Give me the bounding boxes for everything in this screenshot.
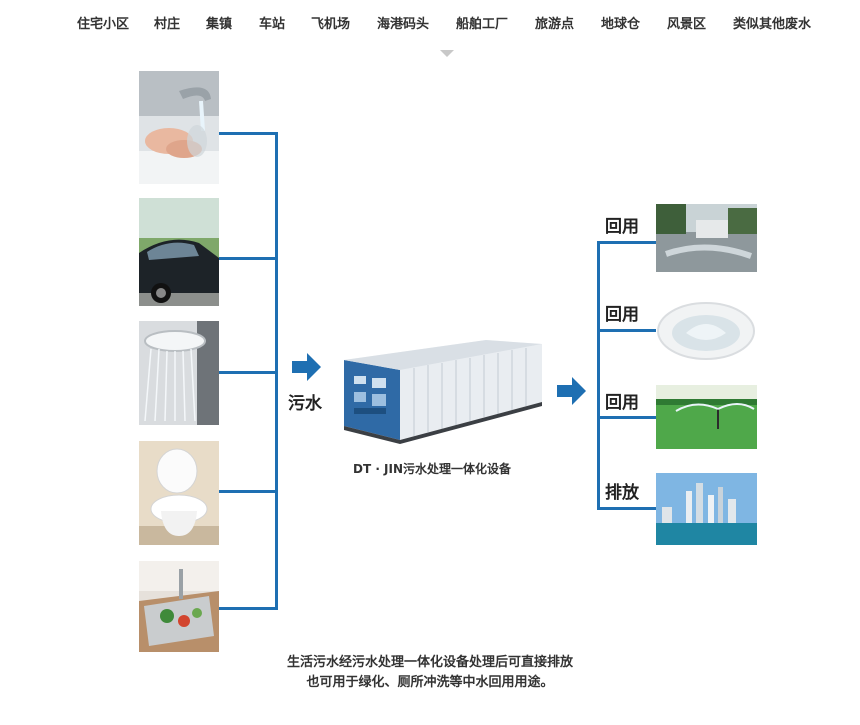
nav-item-scenic-area[interactable]: 风景区: [667, 17, 707, 32]
inflow-arrow-icon: [292, 353, 321, 381]
footer-line-1: 生活污水经污水处理一体化设备处理后可直接排放: [286, 655, 573, 670]
street-washing-photo: [656, 204, 757, 272]
nav-item-residential[interactable]: 住宅小区: [77, 17, 130, 32]
reuse-label-3: 回用: [605, 393, 639, 413]
nav-item-village[interactable]: 村庄: [154, 17, 181, 32]
lawn-irrigation-photo: [656, 385, 757, 449]
nav-item-tourist-spot[interactable]: 旅游点: [535, 17, 575, 32]
reuse-label-2: 回用: [605, 305, 639, 325]
treatment-equipment-image: [344, 340, 542, 444]
footer-description: 生活污水经污水处理一体化设备处理后可直接排放 也可用于绿化、厕所冲洗等中水回用用…: [0, 653, 860, 693]
output-line-4: [597, 507, 656, 510]
output-line-2: [597, 329, 656, 332]
nav-item-station[interactable]: 车站: [259, 17, 286, 32]
connector-line-5: [219, 607, 277, 610]
connector-line-3: [219, 371, 277, 374]
footer-line-2: 也可用于绿化、厕所冲洗等中水回用用途。: [306, 675, 554, 690]
output-line-3: [597, 416, 656, 419]
output-line-1: [597, 241, 656, 244]
connector-line-2: [219, 257, 277, 260]
river-cityscape-photo: [656, 473, 757, 545]
connector-line-1: [219, 132, 277, 135]
discharge-label: 排放: [605, 483, 639, 503]
nav-indicator-arrow: [440, 50, 454, 57]
nav-item-other-wastewater[interactable]: 类似其他废水: [733, 17, 812, 32]
reuse-label-1: 回用: [605, 217, 639, 237]
outflow-arrow-icon: [557, 377, 586, 405]
nav-item-airport[interactable]: 飞机场: [311, 17, 351, 32]
car-wash-photo: [139, 198, 219, 306]
handwashing-photo: [139, 71, 219, 184]
collector-trunk-line: [275, 132, 278, 610]
top-nav: 住宅小区 村庄 集镇 车站 飞机场 海港码头 船舶工厂 旅游点 地球仓 风景区 …: [0, 0, 860, 44]
connector-line-4: [219, 490, 277, 493]
nav-item-shipyard[interactable]: 船舶工厂: [456, 17, 509, 32]
kitchen-sink-photo: [139, 561, 219, 652]
equipment-caption: DT · JIN污水处理一体化设备: [353, 462, 512, 476]
nav-item-town[interactable]: 集镇: [206, 17, 233, 32]
nav-item-port[interactable]: 海港码头: [377, 17, 430, 32]
distribution-trunk-line: [597, 241, 600, 510]
toilet-source-photo: [139, 441, 219, 545]
nav-item-earth-warehouse[interactable]: 地球仓: [601, 17, 641, 32]
sewage-label: 污水: [288, 394, 322, 414]
shower-photo: [139, 321, 219, 425]
toilet-flush-photo: [656, 295, 757, 361]
